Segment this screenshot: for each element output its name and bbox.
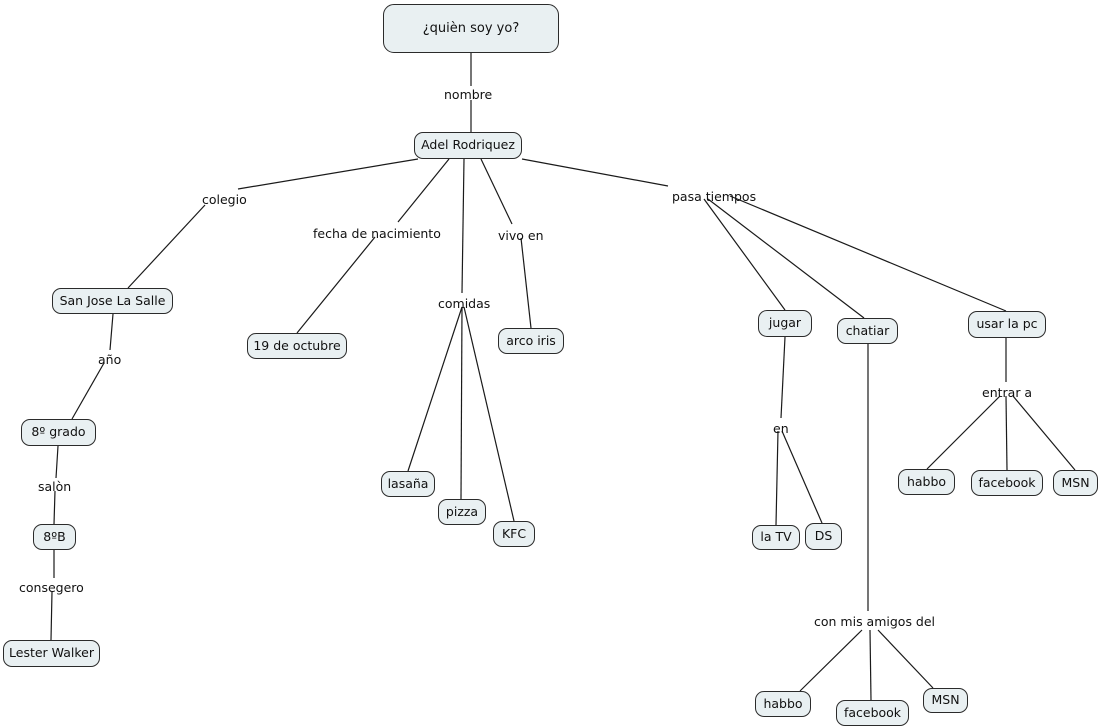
link-label-en[interactable]: en	[773, 421, 789, 436]
concept-node-adel[interactable]: Adel Rodriquez	[414, 132, 522, 159]
concept-node-usarlapc[interactable]: usar la pc	[968, 311, 1046, 338]
edge-en-to-ds	[781, 430, 823, 524]
edge-fecha-to-octubre	[296, 236, 376, 334]
link-label-pasatiempos[interactable]: pasa tiempos	[672, 189, 757, 204]
concept-node-ds[interactable]: DS	[805, 523, 842, 550]
edge-comidas-to-pizza	[460, 306, 463, 500]
edge-entrara-to-facebook1	[1005, 395, 1008, 471]
link-label-comidas[interactable]: comidas	[438, 296, 491, 311]
concept-node-facebook1[interactable]: facebook	[971, 470, 1043, 496]
concept-node-pizza[interactable]: pizza	[438, 499, 486, 525]
concept-node-jugar[interactable]: jugar	[758, 310, 812, 337]
concept-node-root[interactable]: ¿quièn soy yo?	[383, 4, 559, 53]
edge-pasatiempos-to-chatiar	[707, 198, 865, 319]
concept-node-msn1[interactable]: MSN	[1053, 470, 1098, 496]
edge-adel-to-pasatiempos	[521, 158, 669, 187]
concept-node-chatiar[interactable]: chatiar	[837, 318, 898, 344]
edge-conamigos-to-msn2	[877, 629, 934, 689]
concept-node-kfc[interactable]: KFC	[493, 521, 535, 547]
edge-adel-to-colegio	[237, 158, 419, 190]
edge-ano-to-grado8	[71, 362, 105, 420]
edge-adel-to-vivoen	[480, 158, 513, 225]
concept-node-arcoiris[interactable]: arco iris	[498, 328, 564, 354]
edge-jugar-to-en	[780, 336, 786, 419]
edge-en-to-latv	[775, 430, 779, 526]
edge-vivoen-to-arcoiris	[520, 237, 532, 329]
edge-sanjose-to-ano	[109, 313, 114, 351]
concept-node-msn2[interactable]: MSN	[923, 688, 968, 713]
concept-node-salon8b[interactable]: 8ºB	[33, 524, 76, 550]
concept-node-habbo2[interactable]: habbo	[755, 691, 811, 717]
link-label-nombre[interactable]: nombre	[444, 87, 493, 102]
edge-grado8-to-salon	[55, 445, 59, 479]
concept-node-octubre[interactable]: 19 de octubre	[247, 333, 347, 359]
concept-node-sanjose[interactable]: San Jose La Salle	[52, 288, 173, 314]
edge-adel-to-fecha	[397, 158, 450, 223]
concept-node-lester[interactable]: Lester Walker	[3, 640, 100, 667]
edge-conamigos-to-facebook2	[869, 629, 872, 701]
link-label-consegero[interactable]: consegero	[19, 580, 84, 595]
link-label-conamigos[interactable]: con mis amigos del	[814, 614, 936, 629]
link-label-colegio[interactable]: colegio	[202, 192, 247, 207]
edge-salon-to-salon8b	[53, 490, 56, 525]
edge-colegio-to-sanjose	[127, 204, 206, 289]
edge-pasatiempos-to-jugar	[703, 198, 786, 311]
concept-node-habbo1[interactable]: habbo	[898, 469, 955, 495]
edge-consegero-to-lester	[50, 591, 53, 641]
edge-conamigos-to-habbo2	[799, 629, 863, 692]
edge-adel-to-comidas	[461, 158, 465, 294]
concept-node-latv[interactable]: la TV	[752, 525, 800, 550]
concept-node-lasana[interactable]: lasaña	[381, 471, 435, 497]
link-label-salon[interactable]: salòn	[38, 479, 72, 494]
link-label-vivoen[interactable]: vivo en	[498, 228, 544, 243]
edge-comidas-to-lasana	[407, 306, 463, 472]
edge-pasatiempos-to-usarlapc	[729, 195, 1007, 312]
edge-entrara-to-msn1	[1012, 395, 1076, 471]
link-label-fecha[interactable]: fecha de nacimiento	[313, 226, 441, 241]
edge-entrara-to-habbo1	[926, 395, 1001, 470]
concept-node-grado8[interactable]: 8º grado	[21, 419, 96, 446]
link-label-entrara[interactable]: entrar a	[982, 385, 1033, 400]
link-label-ano[interactable]: año	[98, 352, 122, 367]
concept-node-facebook2[interactable]: facebook	[836, 700, 909, 726]
